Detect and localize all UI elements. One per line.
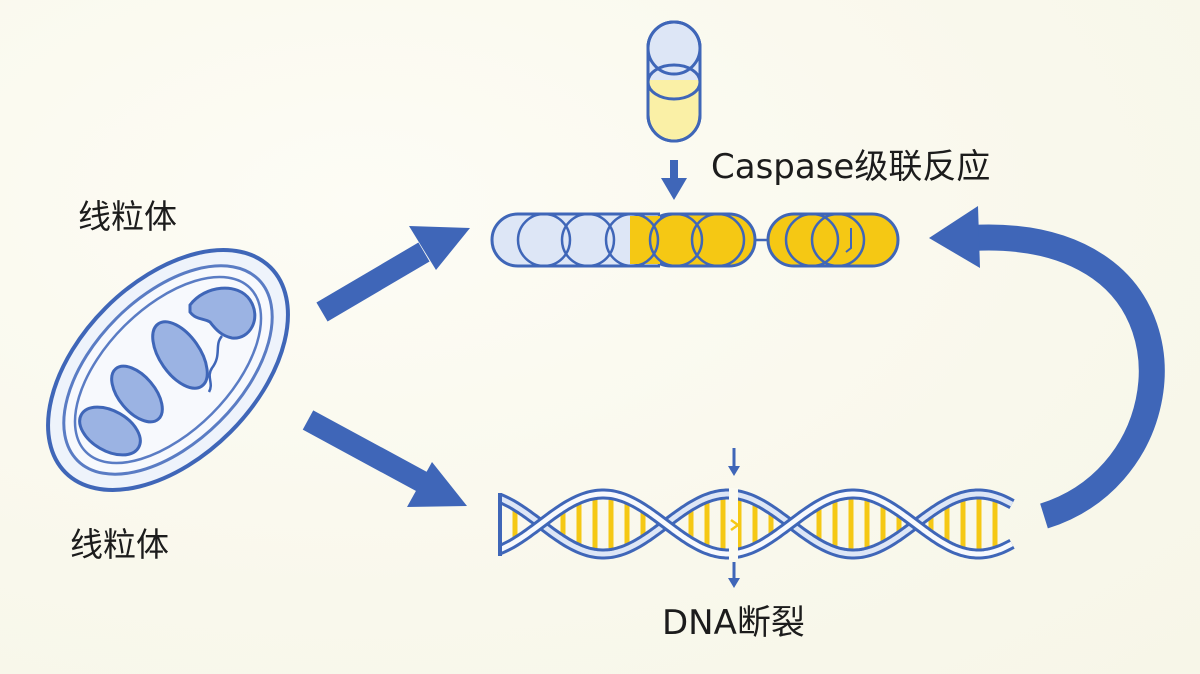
- mitochondrion-label-bottom: 线粒体: [70, 525, 169, 564]
- dna-helix-icon: [497, 488, 1015, 560]
- mitochondrion-label-top: 线粒体: [78, 197, 177, 236]
- caspase-chain-icon: [490, 212, 900, 268]
- curved-feedback-arrow-icon: [929, 206, 1165, 529]
- arrow-to-caspase-icon: [316, 226, 470, 322]
- procaspase-capsule-icon: [646, 20, 702, 143]
- arrow-to-dna-icon: [302, 410, 467, 507]
- down-arrow-icon: [661, 160, 687, 200]
- dna-fragmentation-label: DNA断裂: [662, 603, 805, 643]
- break-indicator-arrows-icon: [728, 448, 740, 588]
- mitochondrion-icon: [46, 248, 290, 492]
- caspase-cascade-label: Caspase级联反应: [711, 147, 991, 187]
